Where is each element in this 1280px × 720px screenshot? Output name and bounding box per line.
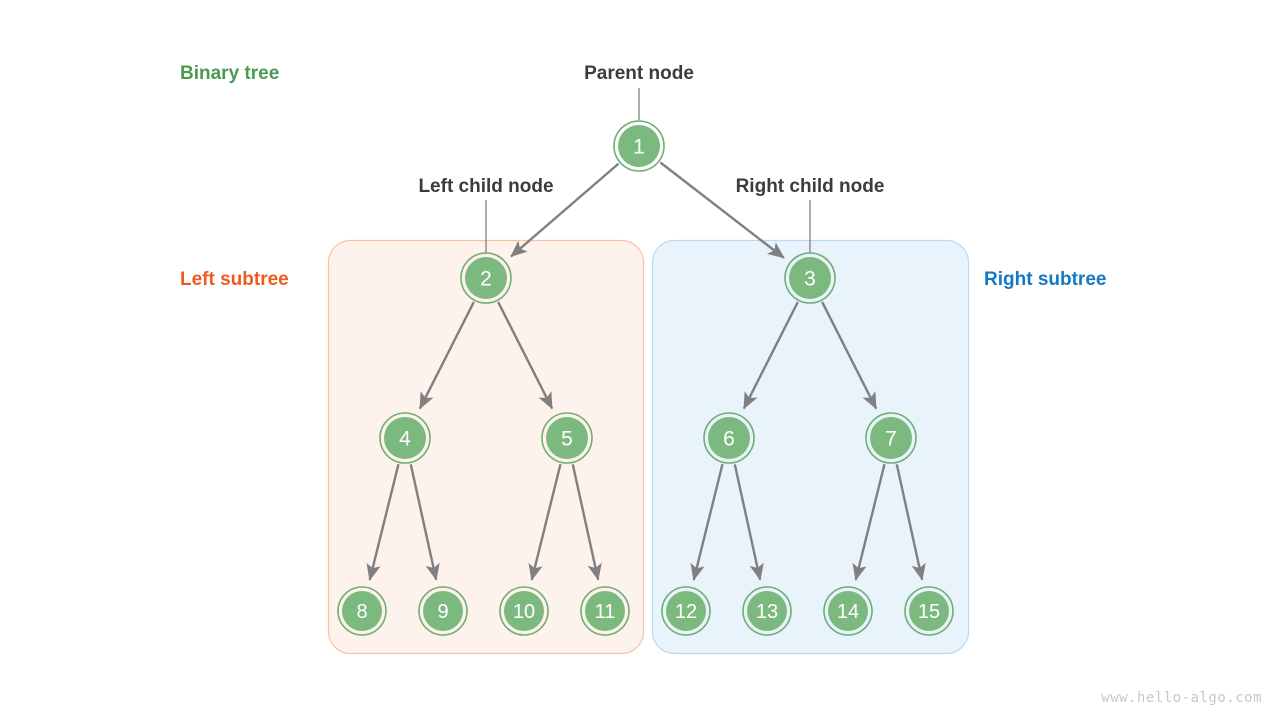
tree-node-9[interactable]: 9 [418, 586, 468, 636]
tree-node-15[interactable]: 15 [904, 586, 954, 636]
node-outer-ring [541, 412, 593, 464]
node-outer-ring [904, 586, 954, 636]
node-circle [747, 591, 787, 631]
tree-edge-1-to-3 [659, 161, 785, 259]
tree-node-10[interactable]: 10 [499, 586, 549, 636]
tree-edge-5-to-10 [528, 463, 562, 581]
tree-node-6[interactable]: 6 [703, 412, 755, 464]
node-outer-ring [742, 586, 792, 636]
node-outer-ring [703, 412, 755, 464]
tree-edge-4-to-8 [366, 463, 400, 581]
tree-edge-2-to-5 [497, 301, 554, 410]
node-outer-ring [499, 586, 549, 636]
tree-edge-7-to-15 [895, 464, 926, 581]
tree-edge-3-to-6 [742, 301, 799, 410]
node-circle [384, 417, 426, 459]
node-value-label: 11 [595, 601, 616, 623]
tree-edge-3-to-7 [821, 301, 878, 410]
node-outer-ring [865, 412, 917, 464]
node-circle [423, 591, 463, 631]
node-value-label: 12 [675, 601, 697, 623]
node-circle [666, 591, 706, 631]
node-value-label: 2 [480, 268, 492, 291]
node-circle [504, 591, 544, 631]
node-value-label: 4 [399, 428, 411, 451]
tree-edge-5-to-11 [571, 464, 602, 581]
node-circle [585, 591, 625, 631]
node-value-label: 7 [885, 428, 897, 451]
node-circle [909, 591, 949, 631]
node-circle [828, 591, 868, 631]
tree-node-7[interactable]: 7 [865, 412, 917, 464]
node-circle [708, 417, 750, 459]
node-value-label: 13 [756, 601, 778, 623]
annotation-parent-node: Parent node [584, 63, 694, 84]
node-value-label: 3 [804, 268, 816, 291]
tree-node-14[interactable]: 14 [823, 586, 873, 636]
tree-node-13[interactable]: 13 [742, 586, 792, 636]
node-value-label: 9 [437, 601, 448, 623]
node-outer-ring [379, 412, 431, 464]
tree-edge-6-to-12 [690, 463, 724, 581]
tree-node-8[interactable]: 8 [337, 586, 387, 636]
node-value-label: 5 [561, 428, 573, 451]
node-outer-ring [337, 586, 387, 636]
node-outer-ring [823, 586, 873, 636]
tree-edge-6-to-13 [733, 464, 764, 581]
node-circle [546, 417, 588, 459]
tree-edge-1-to-2 [510, 162, 620, 258]
tree-node-2[interactable]: 2 [460, 252, 512, 304]
node-value-label: 15 [918, 601, 940, 623]
node-circle [789, 257, 831, 299]
node-value-label: 10 [513, 601, 535, 623]
node-value-label: 6 [723, 428, 735, 451]
node-value-label: 8 [356, 601, 367, 623]
node-outer-ring [580, 586, 630, 636]
node-outer-ring [418, 586, 468, 636]
tree-edge-4-to-9 [409, 464, 440, 581]
tree-node-12[interactable]: 12 [661, 586, 711, 636]
node-outer-ring [460, 252, 512, 304]
node-circle [618, 125, 660, 167]
watermark: www.hello-algo.com [1101, 690, 1262, 706]
tree-node-11[interactable]: 11 [580, 586, 630, 636]
node-outer-ring [613, 120, 665, 172]
annotation-left-subtree: Left subtree [180, 269, 289, 290]
annotation-right-subtree: Right subtree [984, 269, 1107, 290]
node-value-label: 14 [837, 601, 859, 623]
annotation-binary-tree-title: Binary tree [180, 63, 280, 84]
tree-edge-2-to-4 [418, 301, 475, 410]
tree-edge-7-to-14 [852, 463, 886, 581]
node-value-label: 1 [633, 136, 645, 159]
tree-node-5[interactable]: 5 [541, 412, 593, 464]
tree-node-1[interactable]: 1 [613, 120, 665, 172]
node-outer-ring [661, 586, 711, 636]
node-circle [870, 417, 912, 459]
annotation-left-child-node: Left child node [418, 176, 554, 197]
node-circle [465, 257, 507, 299]
node-outer-ring [784, 252, 836, 304]
tree-node-4[interactable]: 4 [379, 412, 431, 464]
tree-node-3[interactable]: 3 [784, 252, 836, 304]
annotation-right-child-node: Right child node [735, 176, 885, 197]
node-circle [342, 591, 382, 631]
